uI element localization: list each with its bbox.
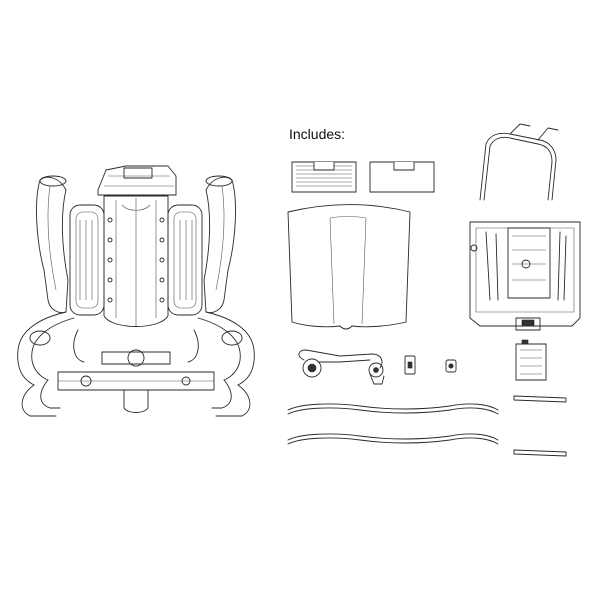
lower-exhaust-pipes <box>21 379 251 417</box>
right-cylinder-bank <box>167 204 203 316</box>
frame-rail-lower <box>287 433 499 445</box>
frame-rail-upper <box>287 403 499 415</box>
small-box-part <box>515 339 547 381</box>
steering-linkage <box>298 349 385 385</box>
grille-piece-left <box>291 161 357 193</box>
exhaust-manifolds <box>17 311 255 386</box>
hood-panel <box>287 204 411 330</box>
head-bolts <box>107 217 165 303</box>
small-bracket-2 <box>445 359 457 373</box>
grille-piece-right <box>369 161 435 193</box>
right-intake-tube <box>203 175 236 313</box>
left-intake-tube <box>36 175 69 313</box>
roll-bar <box>479 123 559 201</box>
engine-lower-frame <box>57 349 215 413</box>
left-cylinder-bank <box>69 204 105 316</box>
small-bracket-1 <box>404 355 416 375</box>
engine-top-housing <box>97 165 177 196</box>
short-strip-upper <box>513 395 567 403</box>
engine-block <box>103 195 169 327</box>
includes-label: Includes: <box>289 126 346 142</box>
engine-assembly <box>17 165 255 417</box>
chassis-tub <box>469 221 581 331</box>
short-strip-lower <box>513 449 567 457</box>
